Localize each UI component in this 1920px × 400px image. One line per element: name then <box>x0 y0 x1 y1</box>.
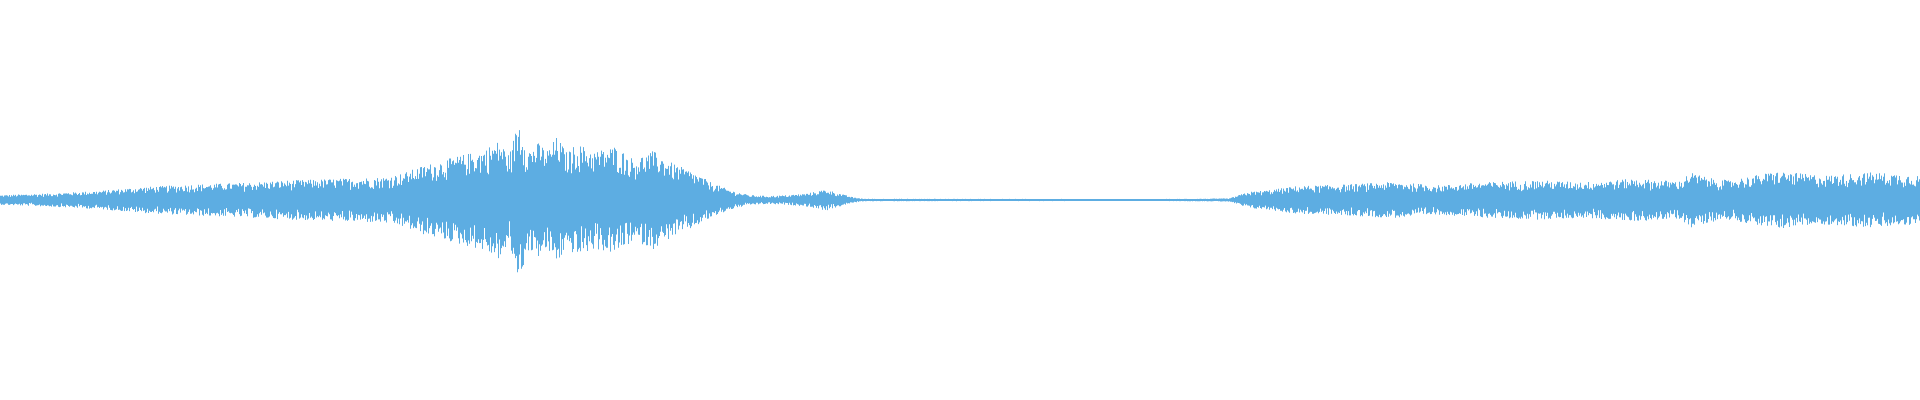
waveform-series <box>0 130 1920 273</box>
waveform-bars <box>0 130 1920 273</box>
